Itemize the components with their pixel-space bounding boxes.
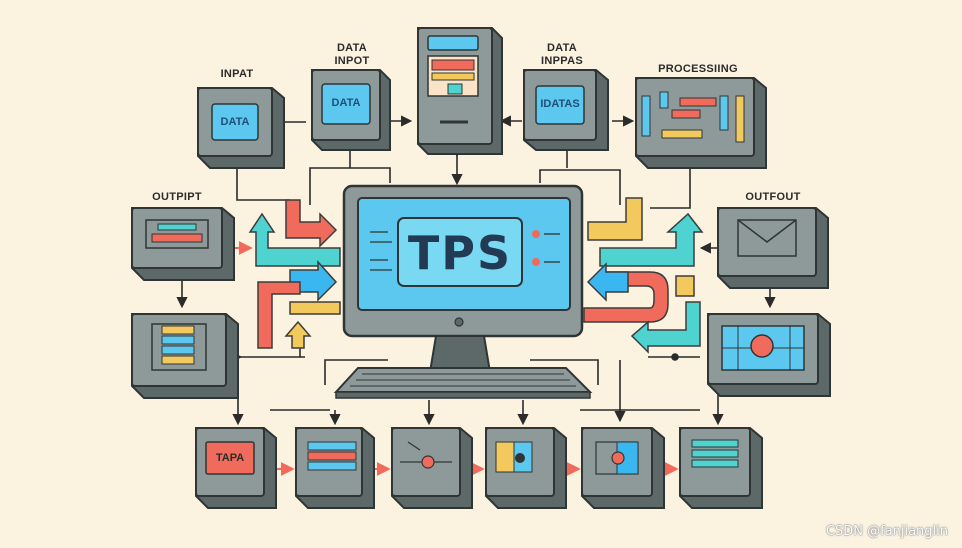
line-top-right-route <box>539 169 621 205</box>
label-output-left: OUTPIPT <box>152 191 202 203</box>
cube-outpipt <box>131 207 235 281</box>
box-data1-text: DATA <box>220 116 250 128</box>
cube-datas <box>523 69 609 151</box>
teal-arrow-right <box>599 212 704 267</box>
cube-tapa <box>195 427 277 509</box>
watermark: CSDN @fanjianglin <box>825 524 948 539</box>
yellow-arrow-right <box>587 197 643 241</box>
line-top-left-route <box>309 167 391 205</box>
monitor <box>342 184 584 373</box>
line-keyboard-right <box>530 359 599 385</box>
label-output-right: OUTFOUT <box>745 191 801 203</box>
teal-arrow-right-lower <box>630 301 701 354</box>
yellow-box-right <box>675 275 695 297</box>
cube-diagram-right <box>707 313 831 397</box>
label-data-inputs-2: INPPAS <box>541 55 583 67</box>
label-input: INPAT <box>220 68 254 80</box>
label-data-input-2: INPOT <box>334 55 370 67</box>
cube-bottom-5 <box>581 427 665 509</box>
yellow-bar-left <box>289 301 341 315</box>
cube-bottom-6 <box>679 427 763 509</box>
label-data-input-1: DATA <box>336 42 368 54</box>
yellow-arrow-left <box>284 320 312 349</box>
flow-arrows <box>248 197 704 354</box>
cube-data1 <box>197 87 285 169</box>
cube-outfout <box>717 207 829 289</box>
cube-bottom-3 <box>391 427 473 509</box>
box-datas-text: IDATAS <box>540 98 580 110</box>
monitor-title: TPS <box>407 226 513 280</box>
box-data2-text: DATA <box>331 97 361 109</box>
cube-processing <box>635 77 767 169</box>
line-data1-down <box>236 155 290 201</box>
cube-bottom-2 <box>295 427 375 509</box>
cube-bottom-4 <box>485 427 567 509</box>
keyboard <box>333 367 593 399</box>
server-tower <box>417 27 503 155</box>
red-arrow-topleft <box>285 199 338 248</box>
teal-arrow-left <box>248 212 341 267</box>
cube-data2 <box>311 69 391 151</box>
red-arrow-rightloop <box>583 271 669 323</box>
line-processing-down <box>650 165 691 209</box>
blue-arrow-right <box>586 262 629 302</box>
box-tapa-text: TAPA <box>215 452 245 464</box>
label-processing: PROCESSIING <box>658 63 738 75</box>
red-arrow-leftloop <box>257 281 301 349</box>
label-data-inputs-1: DATA <box>546 42 578 54</box>
line-keyboard-left <box>324 359 388 385</box>
junction-dot-right <box>671 353 679 361</box>
cube-table-left <box>131 313 239 399</box>
